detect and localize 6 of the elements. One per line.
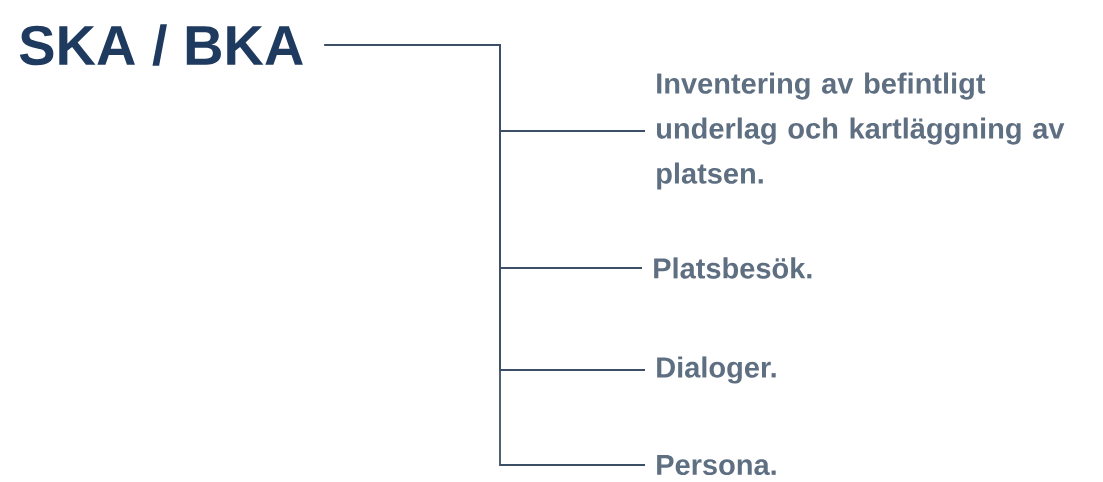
item-text: Platsbesök. <box>654 257 812 279</box>
title-text: SKA / BKA <box>19 24 303 66</box>
item-text: Inventering av befintligt underlag och kartläggning av platsen. <box>657 72 1065 190</box>
item-text: Persona. <box>657 454 776 476</box>
connector-line <box>323 44 646 466</box>
item-text: Dialoger. <box>657 356 776 384</box>
